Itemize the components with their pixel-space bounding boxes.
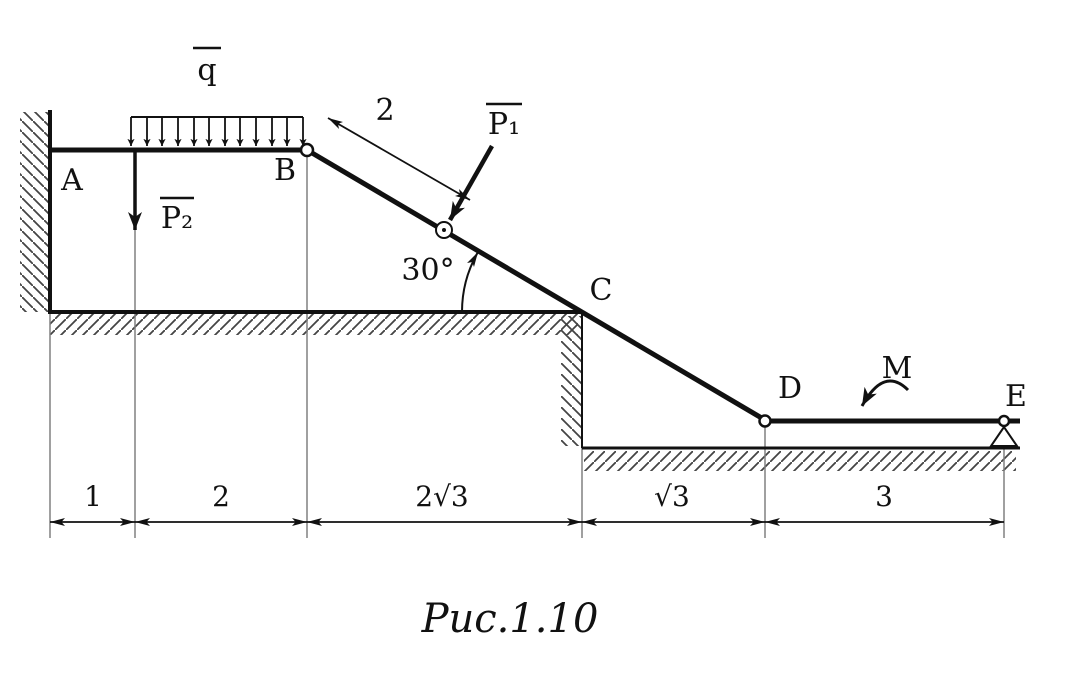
p2-label: P₂ [161, 201, 193, 236]
point-b-label: B [274, 153, 296, 188]
lower-ground-hatching [584, 451, 1016, 471]
figure-caption: Рис.1.10 [421, 596, 599, 642]
m-label: M [882, 351, 913, 386]
incline-dimension-label: 2 [375, 93, 394, 128]
dim-label-wall-p2: 1 [84, 480, 102, 513]
dim-label-p2-b: 2 [212, 480, 230, 513]
angle-arc [460, 251, 479, 313]
dim-label-c-d: √3 [654, 480, 690, 513]
angle-marker: 30° [401, 251, 479, 313]
roller-support-e [989, 425, 1019, 447]
angle-label: 30° [401, 253, 454, 288]
upper-ground-hatching [50, 314, 578, 335]
dimension-chain: 1 2 2√3 √3 3 [50, 480, 1004, 526]
dim-label-d-e: 3 [875, 480, 893, 513]
point-a-label: A [60, 163, 83, 198]
force-p1: 2 P₁ [327, 93, 522, 239]
moment-m: M [860, 351, 913, 407]
dim-label-b-c: 2√3 [415, 480, 468, 513]
pin-b [299, 142, 315, 158]
p1-application-dot [442, 228, 446, 232]
distributed-load: q [127, 46, 307, 146]
force-p2: P₂ [128, 152, 194, 236]
q-label: q [197, 53, 216, 88]
incline-dimension-line [327, 117, 471, 201]
pin-d [758, 414, 772, 428]
p1-force-arrow [448, 144, 494, 222]
point-e-label: E [1005, 379, 1027, 414]
beam-bd-incline [305, 147, 767, 423]
moment-arrow [860, 379, 910, 407]
pin-e [997, 414, 1011, 428]
point-d-label: D [778, 371, 802, 406]
step-hatching [561, 316, 581, 446]
point-c-label: C [590, 273, 613, 308]
p1-label: P₁ [488, 107, 520, 142]
wall-hatching [20, 112, 48, 312]
